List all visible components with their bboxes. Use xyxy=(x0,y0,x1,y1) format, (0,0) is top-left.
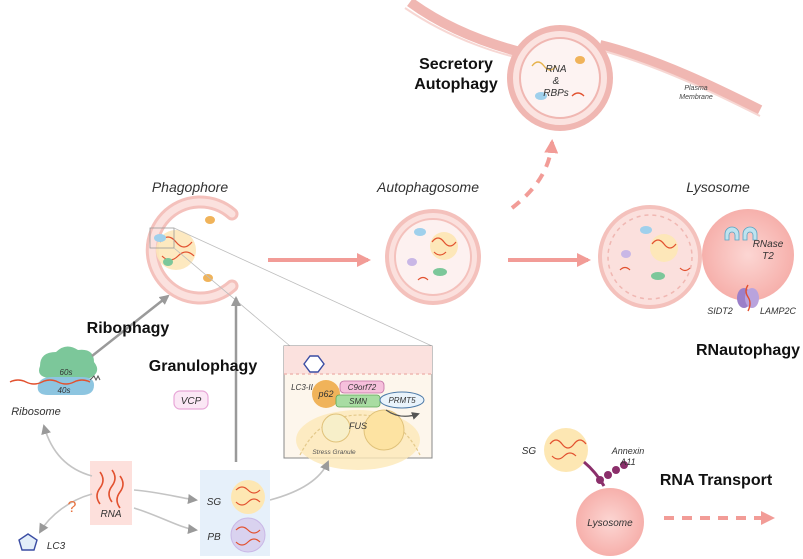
rna-transport-title: RNA Transport xyxy=(660,472,773,489)
autophagosome-label: Autophagosome xyxy=(376,179,479,195)
rnase-t2-label-line2: T2 xyxy=(762,251,774,262)
arrow-rna-to-sg xyxy=(133,489,198,504)
sidt2-label: SIDT2 xyxy=(707,306,733,316)
fus-label: FUS xyxy=(349,421,367,431)
pb-label: PB xyxy=(207,532,221,543)
pb-icon xyxy=(230,517,266,553)
rnase-t2-icon xyxy=(724,226,758,241)
question-mark: ? xyxy=(68,499,77,516)
c9orf72-label: C9orf72 xyxy=(348,383,377,392)
plasma-membrane-label-line1: Plasma xyxy=(684,85,707,92)
ribosome-60s-label: 60s xyxy=(60,368,73,377)
sg-transport-icon xyxy=(544,428,588,472)
ribosome-label: Ribosome xyxy=(11,406,61,418)
secretory-vesicle xyxy=(507,25,613,131)
rnautophagy-title: RNautophagy xyxy=(696,342,800,359)
arrow-granules-to-inset xyxy=(269,460,330,501)
lc3-label: LC3 xyxy=(47,541,66,552)
vcp-label: VCP xyxy=(181,396,202,407)
smn-label: SMN xyxy=(349,397,367,406)
rna-rbps-label-line2: & xyxy=(553,76,560,87)
sidt2-lamp2c-channel-icon xyxy=(737,284,759,312)
vcp-badge xyxy=(173,390,209,410)
plasma-membrane xyxy=(404,0,763,117)
lc3-ii-label: LC3-II xyxy=(291,383,314,392)
stress-granule-label: Stress Granule xyxy=(312,449,356,456)
sg-icon xyxy=(231,480,265,514)
sg-transport-label: SG xyxy=(522,446,537,457)
granulophagy-title: Granulophagy xyxy=(149,358,258,375)
annexin-a11-icon xyxy=(596,461,628,484)
ribophagy-title: Ribophagy xyxy=(87,320,170,337)
lysosome-transport-label: Lysosome xyxy=(587,518,633,529)
secretory-autophagy-title-line2: Autophagy xyxy=(414,76,498,93)
rna-rbps-label-line1: RNA xyxy=(545,64,566,75)
plasma-membrane-label-line2: Membrane xyxy=(679,94,713,101)
ribophagy-arrow xyxy=(91,294,170,357)
prmt5-label: PRMT5 xyxy=(388,396,416,405)
arrow-rna-to-ribosome xyxy=(41,424,93,477)
phagophore-label: Phagophore xyxy=(152,179,229,195)
stress-granule-inset xyxy=(283,345,433,470)
secretory-autophagy-title-line1: Secretory xyxy=(419,56,493,73)
annexin-tether xyxy=(583,460,606,487)
rna-label: RNA xyxy=(100,509,121,520)
ribosome-icon xyxy=(9,346,101,395)
autophagosome xyxy=(385,209,481,305)
rnase-t2-label-line1: RNase xyxy=(753,239,784,250)
lc3-icon xyxy=(18,533,38,551)
zoom-line-top xyxy=(173,227,433,347)
sg-label: SG xyxy=(207,497,222,508)
annexin-a11-label-line2: A11 xyxy=(619,457,635,467)
lamp2c-label: LAMP2C xyxy=(760,306,797,316)
phagophore xyxy=(145,195,239,305)
annexin-a11-label-line1: Annexin xyxy=(611,446,645,456)
rna-strands-icon xyxy=(96,469,124,509)
transport-lysosome xyxy=(576,488,644,556)
p62-label: p62 xyxy=(317,389,333,399)
rna-rbps-label-line3: RBPs xyxy=(543,88,569,99)
ribosome-40s-label: 40s xyxy=(58,386,71,395)
secretion-arrow xyxy=(510,139,559,210)
arrow-rna-to-pb xyxy=(133,507,198,534)
lysosome-stage-label: Lysosome xyxy=(686,179,750,195)
arrow-rna-to-lc3 xyxy=(38,493,93,534)
